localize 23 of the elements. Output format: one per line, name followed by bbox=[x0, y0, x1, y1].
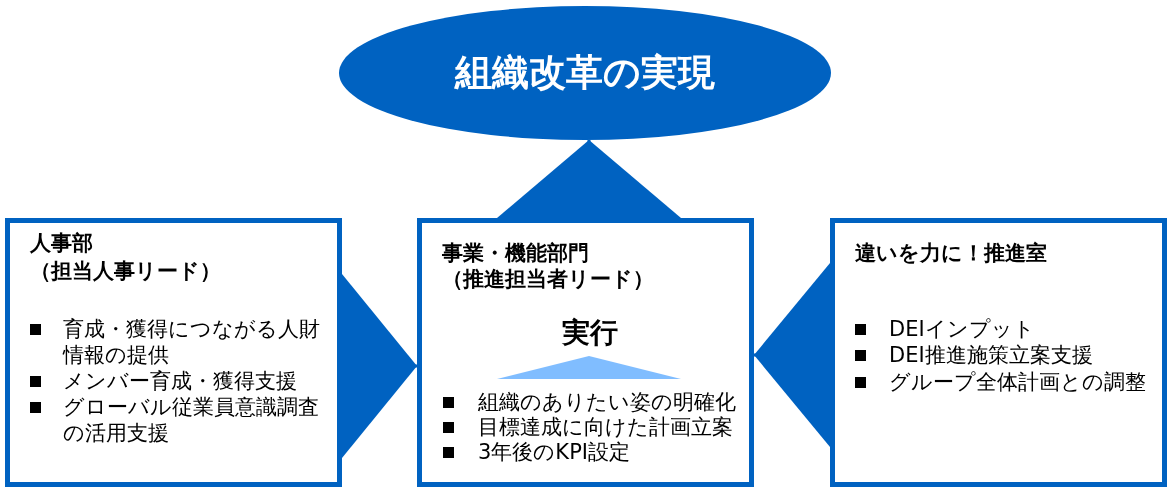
box-heading: 人事部 bbox=[30, 230, 93, 257]
list-item: 組織のありたい姿の明確化 bbox=[478, 390, 737, 415]
list-item: グループ全体計画との調整 bbox=[889, 369, 1147, 395]
box-heading: 事業・機能部門 bbox=[442, 240, 589, 267]
department-box bbox=[830, 218, 1167, 487]
department-box bbox=[417, 218, 754, 487]
triangle-arrow bbox=[497, 140, 681, 218]
box-heading: 違いを力に！推進室 bbox=[855, 240, 1047, 267]
goal-title: 組織改革の実現 bbox=[455, 51, 715, 95]
goal-ellipse bbox=[339, 6, 831, 140]
execution-label: 実行 bbox=[562, 315, 618, 351]
box-heading: （推進担当者リード） bbox=[442, 266, 654, 293]
list-item: 育成・獲得につながる人財情報の提供 bbox=[63, 316, 321, 368]
list-item: DEIインプット bbox=[889, 316, 1036, 342]
list-item: DEI推進施策立案支援 bbox=[889, 342, 1094, 368]
department-box bbox=[5, 218, 342, 487]
list-item: グローバル従業員意識調査の活用支援 bbox=[63, 394, 320, 446]
box-heading: （担当人事リード） bbox=[30, 258, 221, 285]
list-item: 目標達成に向けた計画立案 bbox=[478, 415, 734, 440]
list-item: 3年後のKPI設定 bbox=[478, 440, 631, 465]
triangle-arrow bbox=[342, 274, 417, 458]
triangle-arrow bbox=[754, 263, 830, 447]
list-item: メンバー育成・獲得支援 bbox=[63, 368, 298, 394]
